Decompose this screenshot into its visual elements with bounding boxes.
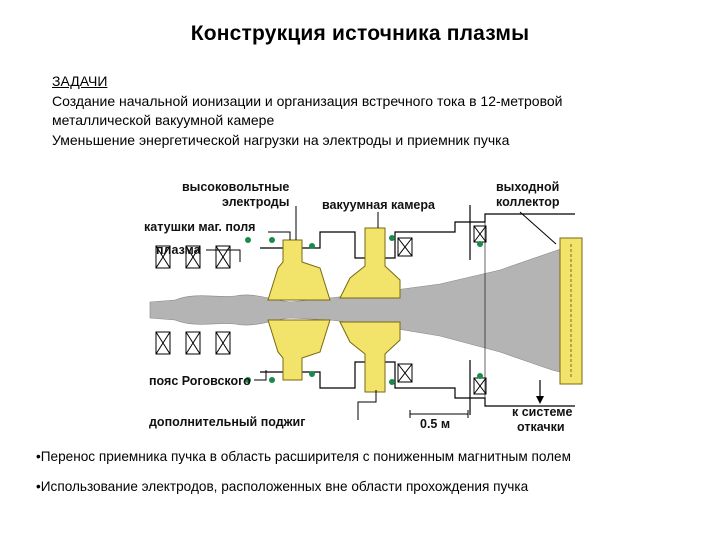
label-ignition: дополнительный поджиг — [149, 415, 305, 429]
pump-arrow-icon — [536, 396, 544, 404]
magnetic-coils — [155, 225, 487, 395]
chamber-wall-top — [260, 213, 575, 259]
task-line-3: Уменьшение энергетической нагрузки на эл… — [52, 131, 510, 148]
label-hv-electrodes-2: электроды — [222, 195, 289, 209]
bullet-list: •Перенос приемника пучка в область расши… — [36, 449, 706, 509]
task-line-2: металлической вакуумной камере — [52, 112, 275, 128]
label-coils: катушки маг. поля — [144, 220, 255, 234]
leader-lines — [206, 206, 557, 420]
label-hv-electrodes-1: высоковольтные — [182, 180, 289, 194]
label-plasma: плазма — [156, 243, 202, 257]
chamber-electrode-bottom — [339, 321, 401, 393]
label-rogowski: пояс Роговского — [149, 374, 251, 388]
rogowski-belts — [245, 235, 483, 385]
task-line-1: Создание начальной ионизации и организац… — [52, 92, 563, 109]
bullet-item-1: •Перенос приемника пучка в область расши… — [36, 449, 571, 464]
label-collector-2: коллектор — [496, 195, 560, 209]
page-title: Конструкция источника плазмы — [190, 22, 530, 45]
plasma-beam — [149, 243, 576, 377]
chamber-wall-bottom — [260, 361, 575, 407]
label-scale: 0.5 м — [420, 417, 450, 431]
hv-electrode-top — [267, 239, 331, 301]
tasks-header: ЗАДАЧИ — [52, 73, 108, 89]
label-collector-1: выходной — [496, 180, 559, 194]
chamber-electrode-top — [339, 227, 401, 299]
tasks-block: ЗАДАЧИ Создание начальной ионизации и ор… — [52, 72, 672, 150]
hv-electrode-bottom — [267, 319, 331, 381]
label-pump-1: к системе — [512, 405, 572, 419]
label-vacuum-chamber: вакуумная камера — [322, 198, 436, 212]
label-pump-2: откачки — [517, 420, 565, 434]
bullet-item-2: •Использование электродов, расположенных… — [36, 479, 529, 494]
